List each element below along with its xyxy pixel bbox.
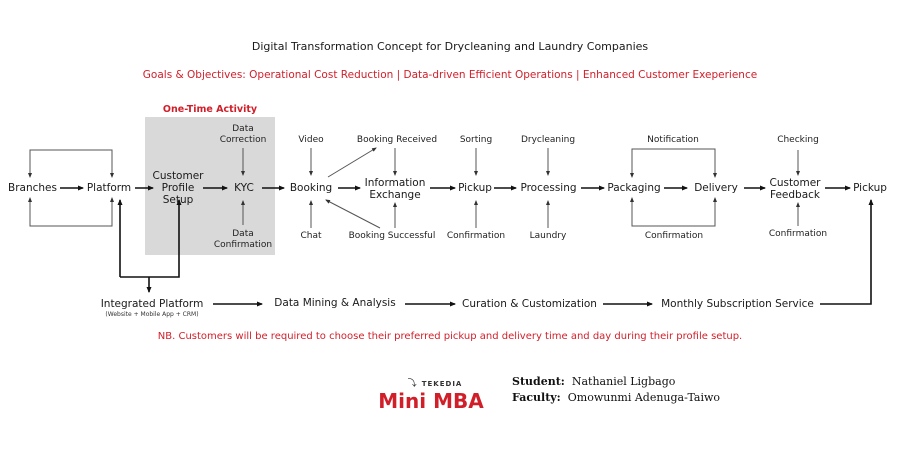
node-integrated-platform: Integrated Platform [100,298,204,310]
input-line: Data [232,124,254,134]
input-pickup-confirmation: Confirmation [446,231,506,241]
input-data-confirmation: Data Confirmation [210,229,276,251]
node-line: Feedback [769,189,820,201]
node-line: Customer [152,170,204,182]
input-laundry: Laundry [529,231,567,241]
loop-branches-platform-top [29,149,113,175]
faculty-label: Faculty: [512,391,561,404]
input-line: Correction [219,135,267,145]
node-kyc: KYC [234,182,254,194]
node-final-pickup: Pickup [853,182,887,194]
node-line: Exchange [369,189,421,201]
loop-branches-platform-bottom [29,200,113,227]
tekedia-wordmark: TEKEDIA [421,380,463,388]
input-notification: Notification [647,135,699,145]
integrated-platform-subtitle: (Website + Mobile App + CRM) [105,311,199,318]
node-customer-profile-setup: Customer Profile Setup [150,170,206,206]
one-time-activity-box [145,117,275,255]
loop-packaging-delivery-top [631,148,716,175]
student-name: Nathaniel Ligbago [571,375,676,388]
node-curation: Curation & Customization [462,298,597,310]
node-line: Information [364,177,426,189]
diagram-title: Digital Transformation Concept for Drycl… [251,40,649,53]
arrow-subscription-pickup [820,199,874,305]
input-video: Video [298,135,324,145]
goals-objectives: Goals & Objectives: Operational Cost Red… [142,69,758,81]
one-time-activity-label: One-Time Activity [162,104,258,115]
tekedia-logo: ⤵ TEKEDIA [380,371,490,390]
node-data-mining: Data Mining & Analysis [274,297,396,309]
faculty-name: Omowunmi Adenuga-Taiwo [567,391,721,404]
tekedia-icon: ⤵ [407,379,417,389]
input-line: Confirmation [213,240,273,250]
input-drycleaning: Drycleaning [520,135,576,145]
credit-student: Student: Nathaniel Ligbago [512,375,675,388]
input-data-correction: Data Correction [215,124,271,146]
node-delivery: Delivery [694,182,738,194]
input-booking-received: Booking Received [356,135,438,145]
input-chat: Chat [300,231,322,241]
node-processing: Processing [520,182,577,194]
mini-mba-logo: Mini MBA [378,389,484,413]
input-checking: Checking [777,135,819,145]
node-packaging: Packaging [607,182,661,194]
input-booking-successful: Booking Successful [348,231,436,241]
node-branches: Branches [8,182,57,194]
loop-packaging-delivery-bottom [631,200,716,227]
credit-faculty: Faculty: Omowunmi Adenuga-Taiwo [512,391,720,404]
note: NB. Customers will be required to choose… [157,331,743,342]
node-subscription: Monthly Subscription Service [661,298,814,310]
input-sorting: Sorting [459,135,493,145]
node-customer-feedback: Customer Feedback [765,177,825,201]
node-booking: Booking [289,182,333,194]
input-line: Data [232,229,254,239]
node-line: Customer [769,177,821,189]
input-feedback-confirmation: Confirmation [768,229,828,239]
node-pickup: Pickup [458,182,492,194]
node-line: Profile [161,182,195,194]
student-label: Student: [512,375,565,388]
node-platform: Platform [86,182,132,194]
node-line: Setup [162,194,194,206]
node-information-exchange: Information Exchange [358,177,432,201]
input-delivery-confirmation: Confirmation [644,231,704,241]
